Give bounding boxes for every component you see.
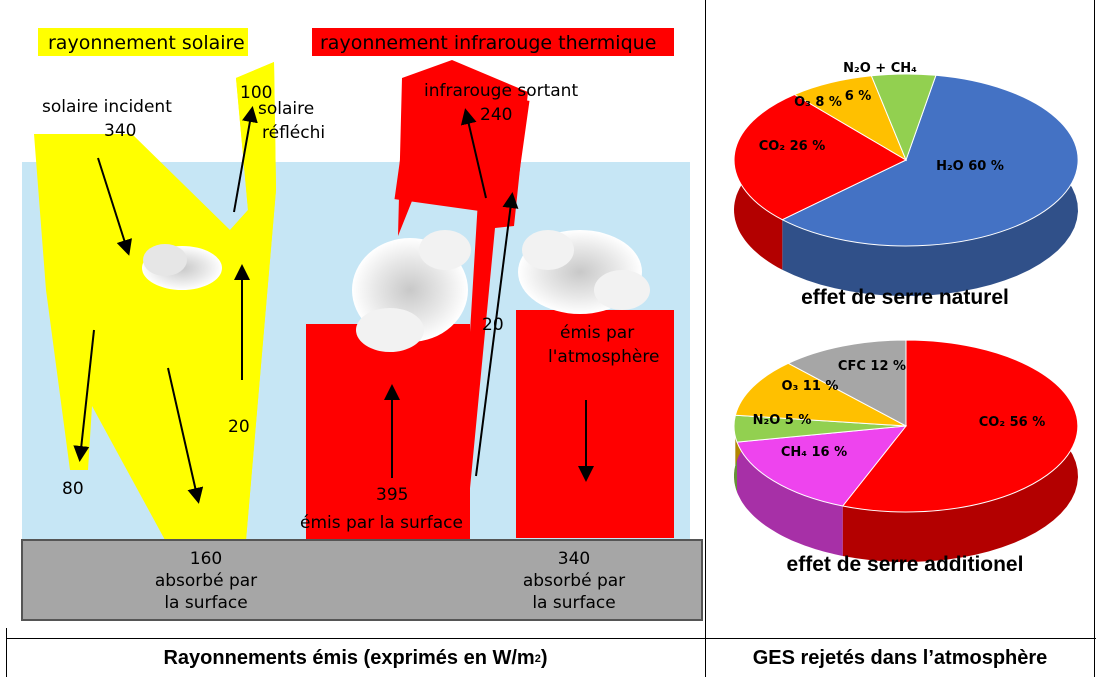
pie1-label-3: 6 % (845, 89, 872, 104)
pie2-label-3: O₃ 11 % (782, 379, 839, 394)
pie2-slice-3 (734, 362, 907, 427)
pie2-label-4: CFC 12 % (838, 359, 906, 374)
pie2-slice-4 (787, 339, 907, 427)
pie2-slice-1 (736, 425, 908, 507)
arrow-160 (167, 367, 204, 504)
value-20-left: 20 (228, 417, 250, 437)
solaire-incident-text: solaire incident (42, 97, 172, 117)
pie1-slice-0 (781, 74, 1079, 247)
solaire-reflechi-text-1: solaire (258, 99, 314, 119)
sortant-value: 240 (480, 105, 512, 125)
ground-left-text-2: la surface (164, 593, 247, 613)
solar-label: rayonnement solaire (48, 32, 245, 54)
thermal-label: rayonnement infrarouge thermique (320, 32, 656, 54)
incident-value: 340 (104, 121, 136, 141)
radiation-diagram: rayonnement solaire rayonnement infrarou… (21, 28, 703, 621)
pie2-label-1: CH₄ 16 % (781, 445, 847, 460)
pie2-title: effet de serre additionel (786, 553, 1024, 576)
pie-chart-additionel: CO₂ 56 % CH₄ 16 % N₂O 5 % O₃ 11 % CFC 12 % (733, 339, 1079, 562)
reflechi-value: 100 (240, 83, 272, 103)
outgoing-ir-block (394, 84, 530, 216)
divider-vertical (705, 0, 706, 677)
arrow-20-mid (475, 192, 519, 477)
surface-emission-block (306, 324, 470, 540)
divider-right (1094, 0, 1095, 677)
solar-incident-beam (34, 62, 276, 540)
solar-reflect-beam (228, 62, 276, 540)
infrarouge-sortant-text: infrarouge sortant (424, 81, 578, 101)
arrow-reflected (233, 106, 258, 213)
pie1-label-0: H₂O 60 % (936, 159, 1004, 174)
ground-left-value: 160 (190, 549, 222, 569)
cloud-right (518, 230, 650, 314)
atmosphere-emission-block (516, 310, 674, 538)
pie2-label-0: CO₂ 56 % (979, 415, 1045, 430)
divider-left-tick (6, 628, 7, 677)
pie1-slice-1 (733, 93, 908, 221)
value-80: 80 (62, 479, 84, 499)
cloud-middle (352, 230, 471, 352)
emis-surface-text: émis par la surface (300, 513, 463, 533)
pie2-slice-0 (841, 339, 1079, 513)
cloud-left (142, 244, 222, 290)
ground-right-text-1: absorbé par (523, 571, 625, 591)
divider-caption (6, 638, 1096, 639)
emis-atmo-text-2: l'atmosphère (548, 347, 659, 367)
pie1-slice-3 (870, 73, 937, 162)
arrow-outgoing (460, 108, 487, 199)
emis-atmo-text-1: émis par (560, 323, 634, 343)
pie1-label-2: O₃ 8 % (794, 95, 842, 110)
ground-left-text-1: absorbé par (155, 571, 257, 591)
pie1-title: effet de serre naturel (801, 286, 1009, 309)
solaire-reflechi-text-2: réfléchi (262, 123, 325, 143)
pie-chart-naturel: H₂O 60 % CO₂ 26 % O₃ 8 %6 % N₂O + CH₄ (733, 61, 1079, 296)
ground-right-value: 340 (558, 549, 590, 569)
ground (21, 539, 703, 621)
pie2-side-1 (737, 442, 843, 556)
pie1-label-1: CO₂ 26 % (759, 139, 825, 154)
arrow-80 (73, 329, 95, 462)
thermal-label-bg (312, 28, 674, 56)
value-395: 395 (376, 485, 408, 505)
ground-right-text-2: la surface (532, 593, 615, 613)
pie1-extra-label: N₂O + CH₄ (843, 61, 917, 76)
solar-label-bg (38, 28, 248, 56)
value-20-mid: 20 (482, 315, 504, 335)
pie2-label-2: N₂O 5 % (753, 413, 812, 428)
caption-right: GES rejetés dans l’atmosphère (752, 647, 1048, 669)
arrow-incident (97, 157, 132, 256)
